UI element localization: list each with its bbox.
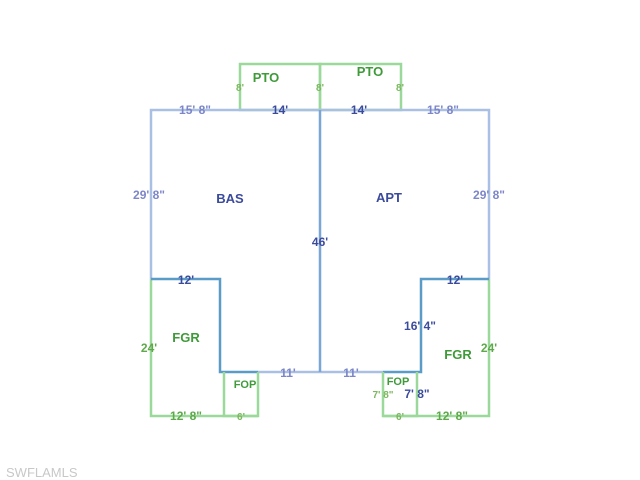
- dim-pto-center-side: 8': [316, 83, 324, 94]
- dim-left-garage-side: 24': [141, 341, 157, 355]
- apt-outline: [320, 108, 491, 279]
- area-label-apt: APT: [376, 190, 402, 205]
- dim-top-right-inner: 14': [351, 103, 367, 117]
- dim-right-garage-side: 24': [481, 341, 497, 355]
- dim-pto-right-side: 8': [396, 83, 404, 94]
- porch-right-outline: [381, 372, 419, 418]
- dim-top-left-outer: 15' 8": [179, 103, 211, 117]
- area-label-fop-left: FOP: [234, 379, 257, 391]
- dim-left-garage-top: 12': [178, 273, 194, 287]
- dim-right-garage-top: 12': [447, 273, 463, 287]
- dim-right-side: 29' 8": [473, 188, 505, 202]
- dim-right-garage-inner: 16' 4": [404, 319, 436, 333]
- area-label-fgr-right: FGR: [444, 347, 472, 362]
- dim-right-bottom-run: 11': [343, 366, 359, 380]
- area-label-pto-right: PTO: [357, 64, 384, 79]
- bas-outline: [149, 108, 320, 279]
- garage-left-green: [149, 279, 258, 418]
- dim-right-fop-bottom: 6': [396, 412, 404, 423]
- dim-left-fop-bottom: 6': [237, 412, 245, 423]
- area-label-bas: BAS: [216, 191, 244, 206]
- dim-pto-left-side: 8': [236, 83, 244, 94]
- area-label-fgr-left: FGR: [172, 330, 200, 345]
- garage-right-green: [383, 279, 491, 418]
- garage-left-blue: [151, 277, 258, 374]
- watermark: SWFLAMLS: [6, 465, 78, 480]
- area-label-pto-left: PTO: [253, 70, 280, 85]
- dim-left-side: 29' 8": [133, 188, 165, 202]
- dim-left-garage-bottom: 12' 8": [170, 409, 202, 423]
- porch-left-outline: [222, 372, 260, 418]
- garage-right-blue: [383, 277, 489, 374]
- dim-center-wall: 46': [312, 235, 328, 249]
- dim-right-fop-side: 7' 8": [372, 390, 393, 401]
- dim-top-left-inner: 14': [272, 103, 288, 117]
- dim-left-bottom-run: 11': [280, 366, 296, 380]
- garage-outlines: [149, 277, 491, 418]
- dim-right-garage-bottom: 12' 8": [436, 409, 468, 423]
- living-area-outline: [149, 108, 491, 374]
- area-label-fop-right: FOP: [387, 376, 410, 388]
- porch-outlines: [222, 372, 419, 418]
- dim-top-right-outer: 15' 8": [427, 103, 459, 117]
- dim-right-fop-inner: 7' 8": [404, 387, 429, 401]
